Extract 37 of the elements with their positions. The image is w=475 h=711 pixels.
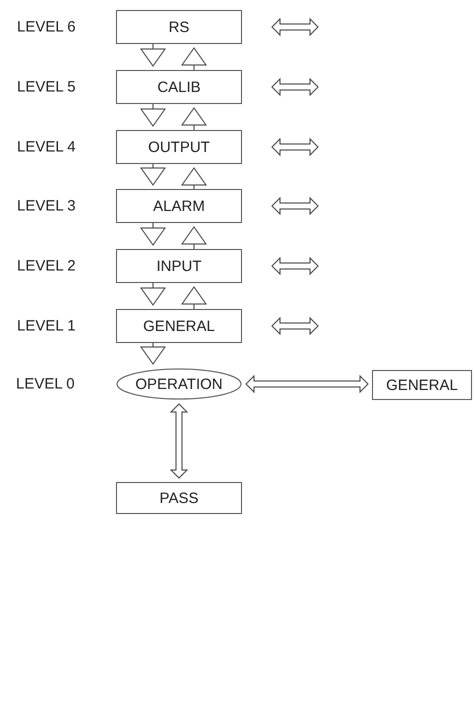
double-arrow [271, 196, 319, 216]
double-arrow [271, 316, 319, 336]
menu-label: CALIB [157, 78, 201, 96]
menu-label: ALARM [153, 198, 205, 214]
double-arrow [271, 18, 319, 36]
triangle-arrow [182, 48, 206, 70]
menu-label: INPUT [156, 258, 202, 274]
level-label: LEVEL 1 [17, 318, 76, 334]
menu-box [372, 370, 472, 400]
triangle-arrow [140, 282, 166, 306]
level-label: LEVEL 2 [17, 258, 76, 274]
menu-label: GENERAL [143, 318, 215, 334]
menu-label: GENERAL [386, 376, 458, 394]
double-arrow [271, 78, 319, 96]
triangle-arrow [140, 222, 166, 246]
triangle-arrow [182, 168, 206, 190]
menu-box [116, 482, 242, 514]
triangle-arrow [140, 104, 166, 126]
double-arrow [170, 403, 188, 479]
menu-label: RS [168, 18, 190, 36]
level-label: LEVEL 4 [17, 138, 76, 156]
double-arrow [245, 374, 369, 394]
level-label: LEVEL 5 [17, 78, 76, 96]
level-label: LEVEL 3 [17, 198, 76, 214]
double-arrow [271, 138, 319, 156]
level-label: LEVEL 0 [16, 376, 75, 392]
double-arrow [271, 256, 319, 276]
triangle-arrow [182, 108, 206, 130]
menu-label: OPERATION [135, 376, 223, 392]
menu-label: OUTPUT [148, 138, 210, 156]
triangle-arrow [140, 164, 166, 186]
menu-label: PASS [160, 490, 198, 506]
level-label: LEVEL 6 [17, 18, 76, 36]
triangle-arrow [140, 44, 166, 66]
triangle-arrow [182, 286, 206, 310]
triangle-arrow [182, 226, 206, 250]
triangle-arrow [140, 342, 166, 364]
